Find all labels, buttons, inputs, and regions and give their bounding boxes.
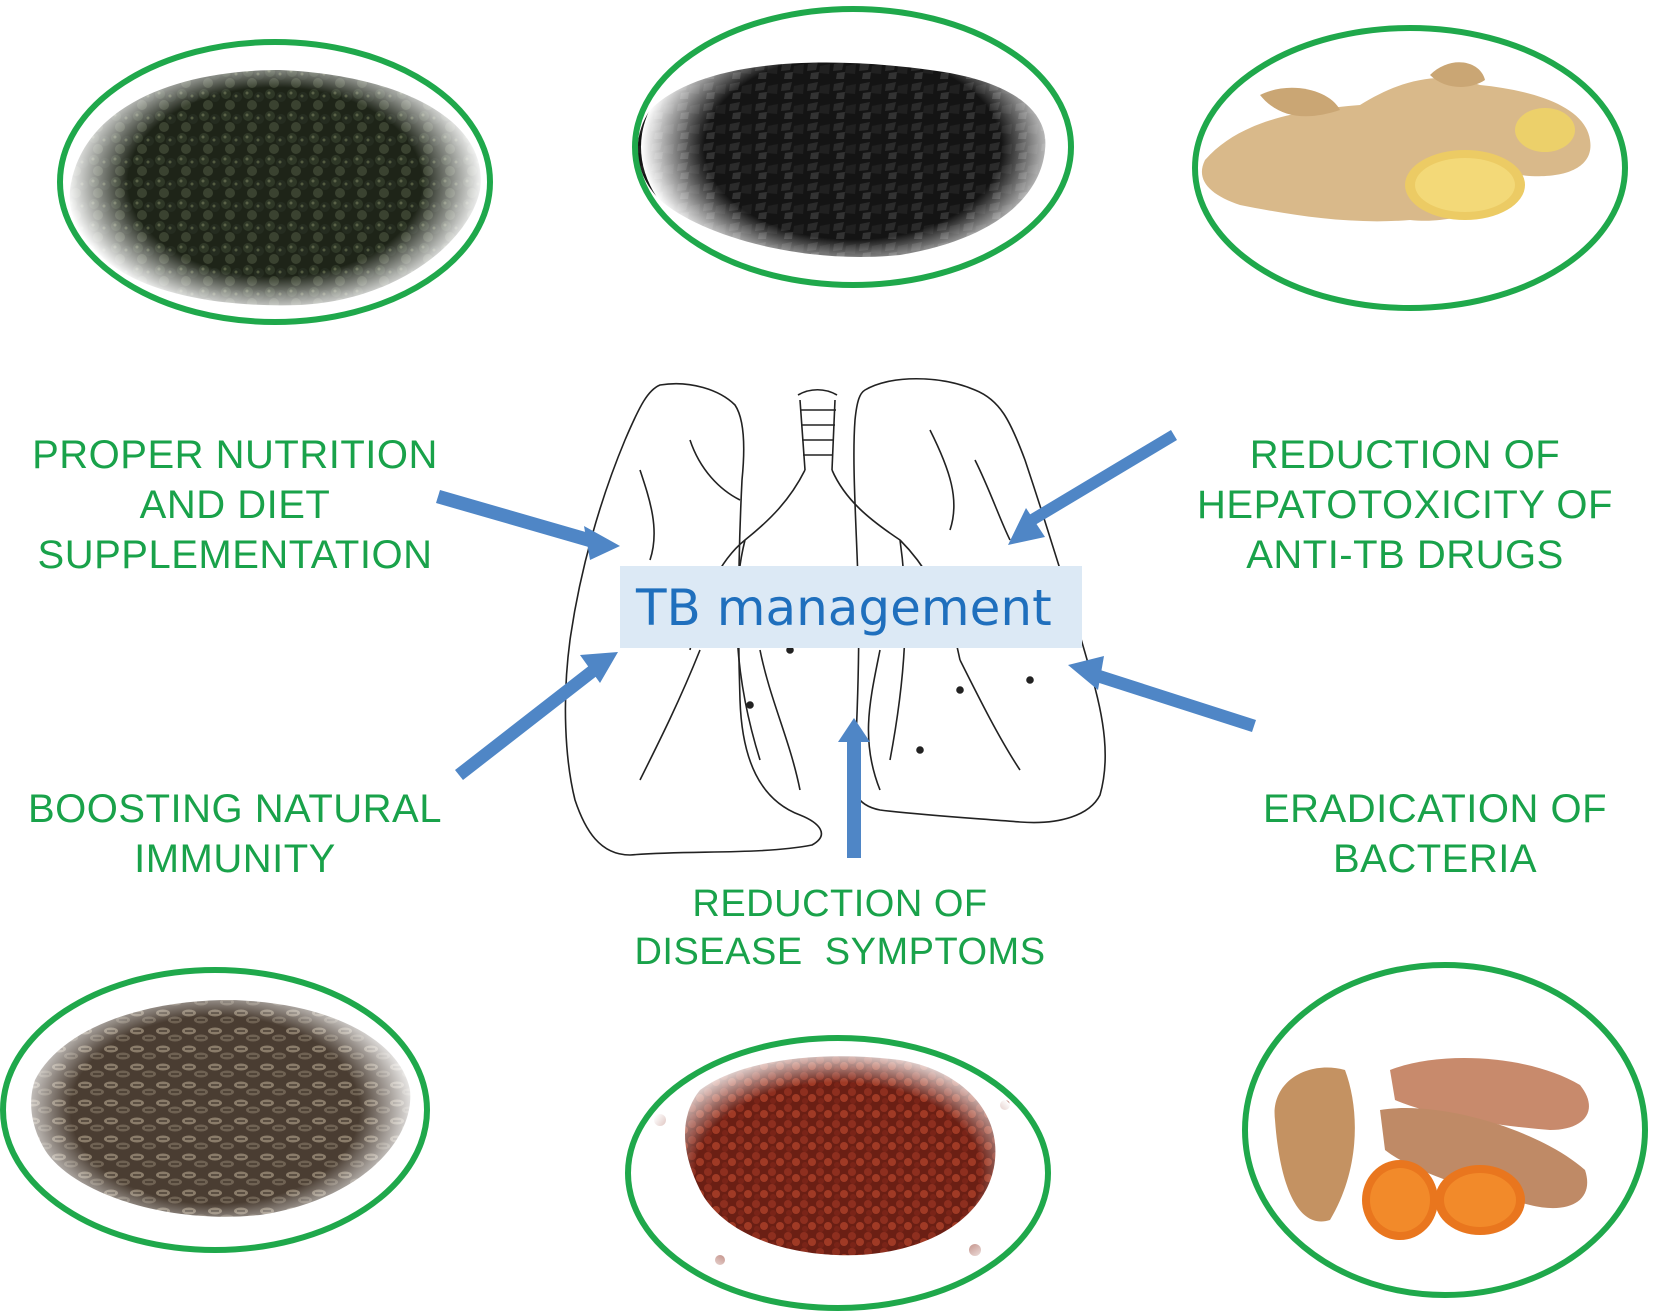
label-immunity: BOOSTING NATURAL IMMUNITY xyxy=(10,784,460,884)
label-symptoms: REDUCTION OF DISEASE SYMPTOMS xyxy=(600,880,1080,976)
label-line: IMMUNITY xyxy=(134,837,336,881)
trachea xyxy=(797,388,838,471)
arrows xyxy=(436,430,1256,858)
label-hepatotoxicity: REDUCTION OF HEPATOTOXICITY OF ANTI-TB D… xyxy=(1185,430,1625,580)
lungs-illustration xyxy=(564,378,1106,856)
label-line: PROPER NUTRITION xyxy=(32,433,438,477)
label-line: DISEASE SYMPTOMS xyxy=(634,931,1046,973)
turmeric-frame xyxy=(1242,962,1648,1298)
label-bacteria: ERADICATION OF BACTERIA xyxy=(1225,784,1645,884)
pepper-frame xyxy=(57,39,493,325)
label-line: AND DIET xyxy=(139,483,331,527)
black-pepper-image xyxy=(57,39,493,325)
thistle-frame xyxy=(0,967,430,1253)
arrow-hepatotoxicity xyxy=(1008,430,1177,545)
label-line: BACTERIA xyxy=(1332,837,1538,881)
arrow-bacteria xyxy=(1068,656,1256,732)
diagram-title: TB management xyxy=(636,579,1052,637)
label-line: REDUCTION OF xyxy=(692,883,988,925)
label-line: REDUCTION OF xyxy=(1249,433,1561,477)
cumin-frame xyxy=(632,6,1074,288)
ginger-image xyxy=(1192,25,1628,311)
vessels xyxy=(639,429,1021,791)
label-nutrition: PROPER NUTRITION AND DIET SUPPLEMENTATIO… xyxy=(20,430,450,580)
right-lung-outline xyxy=(852,378,1106,824)
ginger-frame xyxy=(1192,25,1628,311)
schisandra-frame xyxy=(625,1035,1051,1311)
label-line: BOOSTING NATURAL xyxy=(28,787,442,831)
label-line: HEPATOTOXICITY OF xyxy=(1197,483,1613,527)
arrow-nutrition xyxy=(436,490,620,560)
label-line: SUPPLEMENTATION xyxy=(37,533,433,577)
turmeric-image xyxy=(1242,962,1648,1298)
milk-thistle-image xyxy=(0,967,430,1253)
arrow-symptoms xyxy=(838,718,870,858)
left-lung-outline xyxy=(564,382,823,856)
black-cumin-image xyxy=(632,6,1074,288)
label-line: ANTI-TB DRUGS xyxy=(1246,533,1564,577)
label-line: ERADICATION OF xyxy=(1262,787,1608,831)
arrow-immunity xyxy=(455,652,618,780)
title-box xyxy=(620,566,1082,648)
schisandra-image xyxy=(625,1035,1051,1311)
